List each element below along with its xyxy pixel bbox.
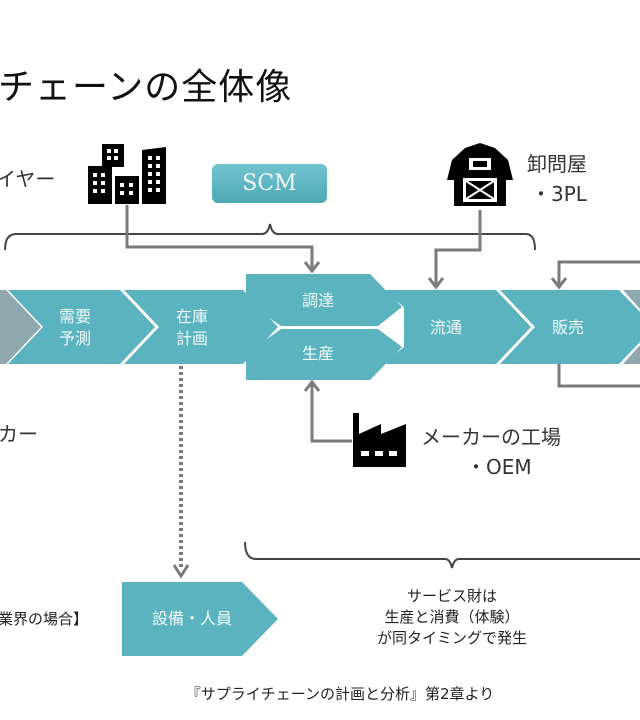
diagram-title: チェーンの全体像 [0,67,293,108]
procurement-label: 調達 [301,291,334,310]
barn-icon [447,143,513,206]
demand-forecast-label: 需要 予測 [53,306,97,350]
service-note: サービス財は 生産と消費（体験） が同タイミングで発生 [352,586,552,649]
service-note-line2: 生産と消費（体験） [384,608,520,626]
chevron-inventory-planning [124,290,278,364]
wholesaler-label-sub: ・3PL [531,182,587,206]
factory-label: メーカーの工場 [421,425,561,449]
chevron-demand-forecast [8,290,155,364]
chevron-distribution [382,290,531,364]
arrowhead-procurement [303,261,321,274]
sales-loop-top [557,260,640,284]
demand-forecast-line1: 需要 [58,307,91,326]
arrowhead-distribution [427,277,445,290]
production-label: 生産 [301,344,334,363]
factory-icon [353,413,406,467]
inventory-planning-line1: 在庫 [175,307,208,326]
equipment-label: 設備・人員 [151,609,232,628]
supplier-label: イヤー [0,167,56,191]
wholesaler-label: 卸問屋 [527,152,587,176]
sales-label: 販売 [551,318,584,337]
arrowhead-production [303,379,321,392]
factory-label-sub: ・OEM [466,455,532,479]
service-industry-label: 業界の場合】 [0,610,89,628]
inventory-planning-line2: 計画 [175,329,208,348]
service-note-line3: が同タイミングで発生 [376,629,527,647]
scm-badge: SCM [212,164,327,203]
supplier-connector [125,205,314,268]
building-icon [88,144,166,204]
sales-loop-bottom [557,364,640,388]
source-caption: 『サプライチェーンの計画と分析』第2章より [185,685,495,703]
inventory-planning-label: 在庫 計画 [170,306,214,350]
distribution-label: 流通 [429,318,462,337]
service-note-line1: サービス財は [406,587,497,605]
wholesaler-connector [434,210,482,284]
factory-connector [310,384,352,443]
demand-forecast-line2: 予測 [58,329,91,348]
chevron-procurement [246,274,402,326]
bottom-brace [244,541,640,569]
maker-label: カー [0,422,38,446]
chevron-maker [0,290,41,364]
chevron-equipment [122,582,278,656]
chevron-sales [500,290,640,364]
arrowhead-sales [550,277,568,290]
top-brace [4,223,536,251]
arrowhead-equipment [172,564,190,579]
chevron-production [246,329,402,380]
